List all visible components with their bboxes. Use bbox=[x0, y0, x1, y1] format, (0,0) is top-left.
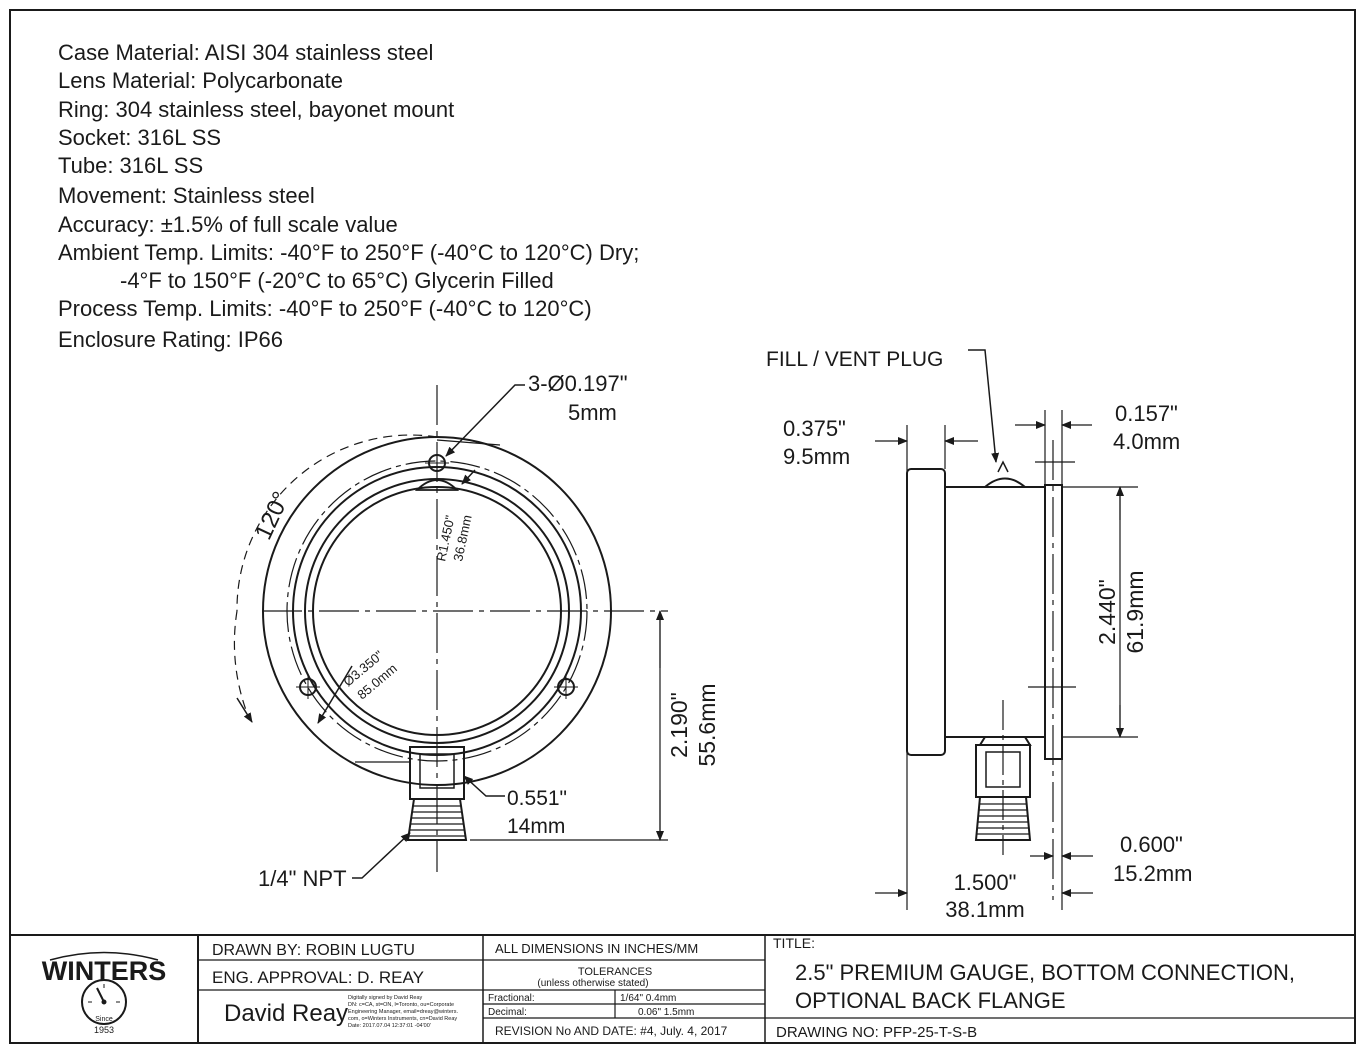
hole-leader bbox=[445, 384, 525, 457]
side-view bbox=[875, 349, 1138, 910]
revision-info: REVISION No AND DATE: #4, July. 4, 2017 bbox=[495, 1024, 728, 1038]
top-vent-plug bbox=[414, 479, 460, 491]
title-label: TITLE: bbox=[773, 935, 815, 951]
bolt-circle bbox=[286, 460, 588, 762]
logo-year: 1953 bbox=[94, 1025, 114, 1035]
spec-process-temp: Process Temp. Limits: -40°F to 250°F (-4… bbox=[58, 296, 592, 321]
drawing-title-line2: OPTIONAL BACK FLANGE bbox=[795, 988, 1066, 1013]
hole-size-label: 3-Ø0.197" bbox=[528, 371, 628, 396]
signature-note: com, o=Winters Instruments, cn=David Rea… bbox=[348, 1016, 457, 1022]
decimal-label: Decimal: bbox=[488, 1007, 527, 1018]
angle-arc-lower bbox=[233, 610, 250, 719]
angle-arrow-end bbox=[236, 697, 253, 723]
flange-thickness-mm-label: 4.0mm bbox=[1113, 429, 1180, 454]
flange-gap-label: 0.600" bbox=[1120, 832, 1183, 857]
bolt-dia-leader bbox=[317, 665, 353, 724]
hex-leader bbox=[463, 775, 505, 797]
front-view bbox=[233, 384, 668, 879]
signature-note: DN: c=CA, st=ON, l=Toronto, ou=Corporate bbox=[348, 1002, 454, 1008]
spec-tube: Tube: 316L SS bbox=[58, 153, 204, 178]
spec-case-material: Case Material: AISI 304 stainless steel bbox=[58, 40, 434, 65]
vent-plug-leader bbox=[968, 349, 1000, 463]
approval-signature: David Reay bbox=[224, 1000, 348, 1027]
case-dia-mm-label: 61.9mm bbox=[1122, 570, 1148, 653]
spec-accuracy: Accuracy: ±1.5% of full scale value bbox=[58, 212, 398, 237]
drawing-number: DRAWING NO: PFP-25-T-S-B bbox=[776, 1024, 977, 1041]
spec-socket: Socket: 316L SS bbox=[58, 125, 222, 150]
case-body bbox=[944, 486, 1046, 738]
ring-width-label: 0.375" bbox=[783, 416, 846, 441]
bezel-ring bbox=[906, 468, 946, 756]
spec-ring: Ring: 304 stainless steel, bayonet mount bbox=[58, 97, 455, 122]
signature-note: Digitally signed by David Reay bbox=[348, 995, 423, 1001]
npt-leader bbox=[352, 832, 411, 879]
spec-ambient-temp: Ambient Temp. Limits: -40°F to 250°F (-4… bbox=[58, 240, 640, 265]
drawn-by: DRAWN BY: ROBIN LUGTU bbox=[212, 942, 415, 959]
spec-enclosure-rating: Enclosure Rating: IP66 bbox=[58, 327, 284, 352]
vent-plug-label: FILL / VENT PLUG bbox=[766, 348, 943, 371]
winters-logo bbox=[49, 951, 159, 1025]
hex-size-mm-label: 14mm bbox=[507, 815, 565, 838]
hex-size-label: 0.551" bbox=[507, 787, 567, 810]
ring-width-mm-label: 9.5mm bbox=[783, 444, 850, 469]
socket bbox=[406, 746, 468, 841]
tolerances-heading: TOLERANCES bbox=[578, 966, 652, 978]
spec-movement: Movement: Stainless steel bbox=[58, 183, 315, 208]
side-socket bbox=[974, 736, 1032, 841]
spec-lens-material: Lens Material: Polycarbonate bbox=[58, 68, 343, 93]
dial-window bbox=[312, 486, 562, 736]
height-label: 2.190" bbox=[666, 692, 692, 758]
angle-arc-upper bbox=[236, 434, 438, 612]
logo-since: Since bbox=[95, 1016, 113, 1023]
depth-mm-label: 38.1mm bbox=[945, 897, 1024, 922]
side-vent-plug bbox=[984, 477, 1026, 488]
eng-approval: ENG. APPROVAL: D. REAY bbox=[212, 968, 424, 987]
mounting-hole-right bbox=[554, 675, 578, 699]
hole-size-mm-label: 5mm bbox=[568, 400, 617, 425]
fractional-value: 1/64" 0.4mm bbox=[620, 993, 676, 1004]
tolerances-note: (unless otherwise stated) bbox=[537, 978, 648, 989]
sheet-border bbox=[9, 9, 1356, 1044]
radius-leader bbox=[461, 469, 476, 485]
drawing-title-line1: 2.5" PREMIUM GAUGE, BOTTOM CONNECTION, bbox=[795, 960, 1295, 985]
mounting-hole-left bbox=[296, 675, 320, 699]
title-block bbox=[10, 934, 1355, 1043]
mounting-hole-top bbox=[425, 451, 449, 475]
depth-label: 1.500" bbox=[954, 870, 1017, 895]
units-note: ALL DIMENSIONS IN INCHES/MM bbox=[495, 941, 698, 956]
fractional-label: Fractional: bbox=[488, 993, 535, 1004]
ring-inner bbox=[304, 478, 570, 744]
logo-wordmark: WINTERS bbox=[42, 956, 167, 986]
flange-thickness-label: 0.157" bbox=[1115, 401, 1178, 426]
height-mm-label: 55.6mm bbox=[694, 683, 720, 766]
angle-arc-top-leader bbox=[436, 439, 501, 446]
flange-gap-mm-label: 15.2mm bbox=[1113, 861, 1192, 886]
signature-note: Engineering Manager, email=dreay@winters… bbox=[348, 1009, 458, 1015]
angle-label: 120° bbox=[250, 488, 295, 544]
decimal-value: 0.06" 1.5mm bbox=[638, 1007, 694, 1018]
thread-label: 1/4" NPT bbox=[258, 866, 347, 891]
case-dia-label: 2.440" bbox=[1094, 579, 1120, 645]
signature-note: Date: 2017.07.04 12:37:01 -04'00' bbox=[348, 1023, 431, 1029]
vent-plug-tip bbox=[997, 460, 1009, 473]
spec-ambient-temp-glycerin: -4°F to 150°F (-20°C to 65°C) Glycerin F… bbox=[120, 268, 554, 293]
